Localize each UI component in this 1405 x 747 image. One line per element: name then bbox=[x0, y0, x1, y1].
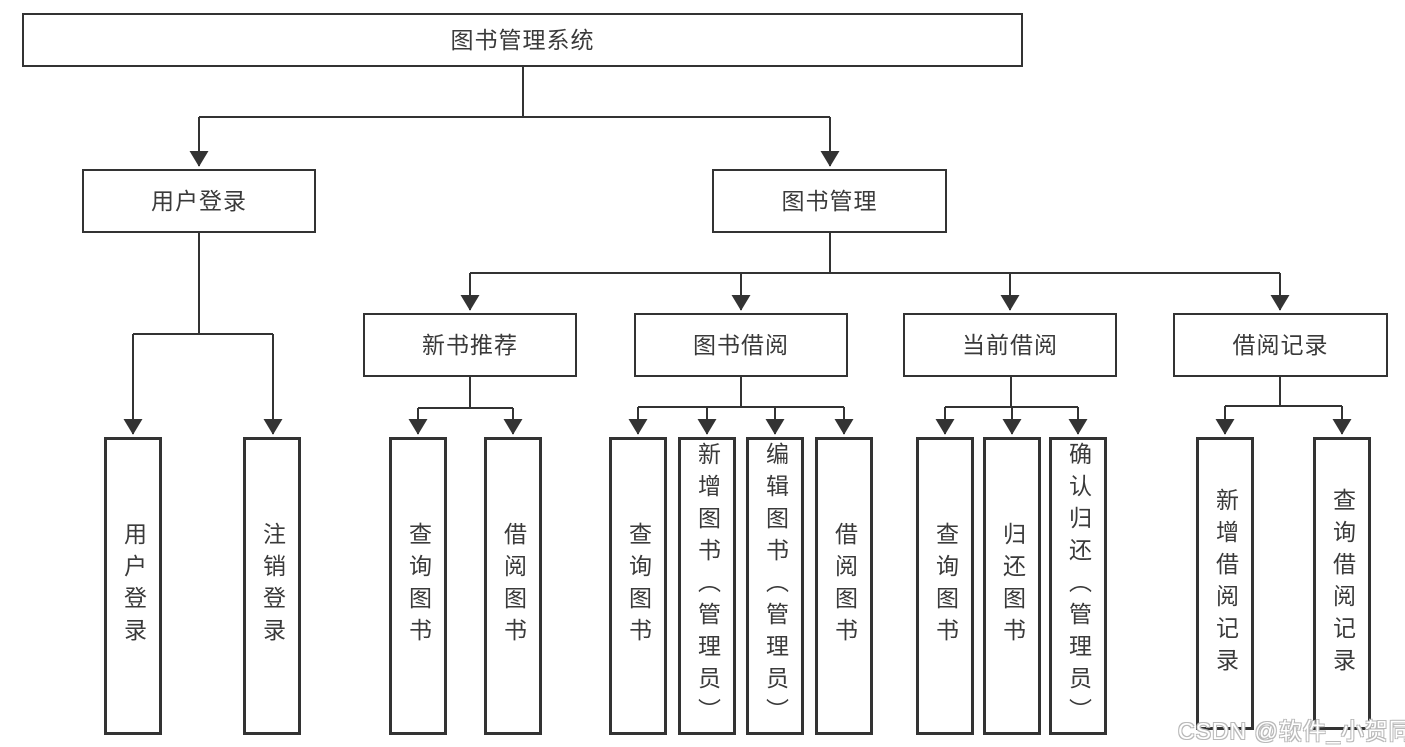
leaf-confirm-return-admin: 确认归还（管理员） bbox=[1049, 437, 1107, 735]
node-label: 借阅图书 bbox=[500, 522, 527, 650]
node-label: 图书管理系统 bbox=[450, 26, 595, 53]
node-label: 查询图书 bbox=[405, 522, 432, 650]
node-label: 借阅图书 bbox=[831, 522, 858, 650]
leaf-return-book: 归还图书 bbox=[983, 437, 1041, 735]
leaf-user-login: 用户登录 bbox=[104, 437, 162, 735]
connector-segments bbox=[133, 67, 1342, 409]
node-label: 当前借阅 bbox=[962, 331, 1058, 358]
node-current-borrowing: 当前借阅 bbox=[903, 313, 1117, 377]
leaf-query-borrow-record: 查询借阅记录 bbox=[1313, 437, 1371, 730]
node-borrowing-records: 借阅记录 bbox=[1173, 313, 1388, 377]
leaf-query-book-current: 查询图书 bbox=[916, 437, 974, 735]
node-label: 用户登录 bbox=[120, 522, 147, 650]
node-new-book-recommendation: 新书推荐 bbox=[363, 313, 577, 377]
node-label: 查询图书 bbox=[932, 522, 959, 650]
node-label: 确认归还（管理员） bbox=[1065, 442, 1092, 730]
node-label: 编辑图书（管理员） bbox=[762, 442, 789, 730]
node-book-borrowing: 图书借阅 bbox=[634, 313, 848, 377]
node-book-management: 图书管理 bbox=[712, 169, 947, 233]
node-label: 借阅记录 bbox=[1232, 331, 1329, 358]
leaf-query-book-recommend: 查询图书 bbox=[389, 437, 447, 735]
node-label: 查询图书 bbox=[625, 522, 652, 650]
leaf-borrow-book-recommend: 借阅图书 bbox=[484, 437, 542, 735]
node-user-login: 用户登录 bbox=[82, 169, 316, 233]
leaf-add-borrow-record: 新增借阅记录 bbox=[1196, 437, 1254, 730]
node-label: 用户登录 bbox=[151, 187, 247, 214]
node-label: 新增图书（管理员） bbox=[694, 442, 721, 730]
leaf-logout: 注销登录 bbox=[243, 437, 301, 735]
node-label: 注销登录 bbox=[259, 522, 286, 650]
node-label: 查询借阅记录 bbox=[1329, 487, 1356, 680]
leaf-query-book-borrow: 查询图书 bbox=[609, 437, 667, 735]
node-label: 新增借阅记录 bbox=[1212, 487, 1239, 680]
node-label: 图书管理 bbox=[781, 187, 878, 214]
leaf-edit-book-admin: 编辑图书（管理员） bbox=[746, 437, 804, 735]
node-label: 图书借阅 bbox=[693, 331, 789, 358]
node-system-root: 图书管理系统 bbox=[22, 13, 1023, 67]
node-label: 新书推荐 bbox=[422, 331, 518, 358]
leaf-add-book-admin: 新增图书（管理员） bbox=[678, 437, 736, 735]
csdn-watermark: CSDN @软件_小贺同学 bbox=[1178, 718, 1405, 744]
node-label: 归还图书 bbox=[999, 522, 1026, 650]
leaf-borrow-book: 借阅图书 bbox=[815, 437, 873, 735]
